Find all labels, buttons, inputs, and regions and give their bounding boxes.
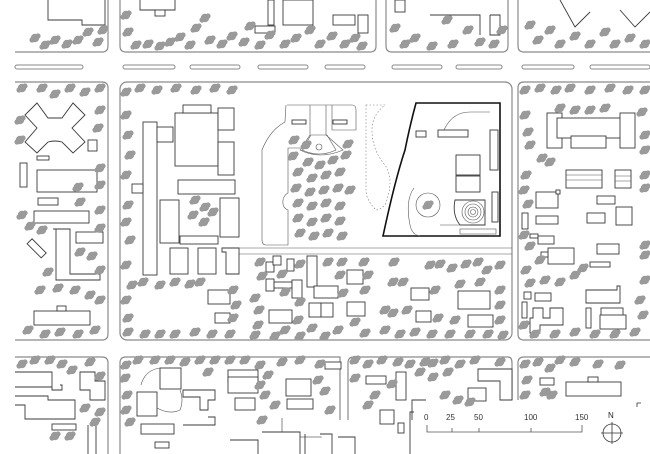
buildings-east-block: [521, 112, 636, 334]
garden-plaza: [261, 104, 391, 246]
north-arrow-icon: [601, 402, 641, 444]
scale-tick-150: 150: [575, 413, 589, 422]
buildings-central-west: [131, 104, 240, 324]
buildings-central-south: [265, 255, 494, 328]
tree-canopies: [14, 10, 650, 441]
north-label: N: [608, 411, 614, 420]
scale-bar: [409, 399, 583, 454]
buildings-top-row: [47, 0, 650, 36]
road-medians: [14, 64, 650, 70]
buildings-bottom-row: [15, 361, 622, 454]
city-blocks: [15, 0, 650, 454]
scale-tick-25: 25: [446, 413, 455, 422]
scale-tick-50: 50: [474, 413, 483, 422]
scale-tick-100: 100: [524, 413, 538, 422]
project-building: [382, 102, 501, 237]
scale-tick-0: 0: [424, 413, 429, 422]
buildings-west-block: [19, 102, 104, 326]
